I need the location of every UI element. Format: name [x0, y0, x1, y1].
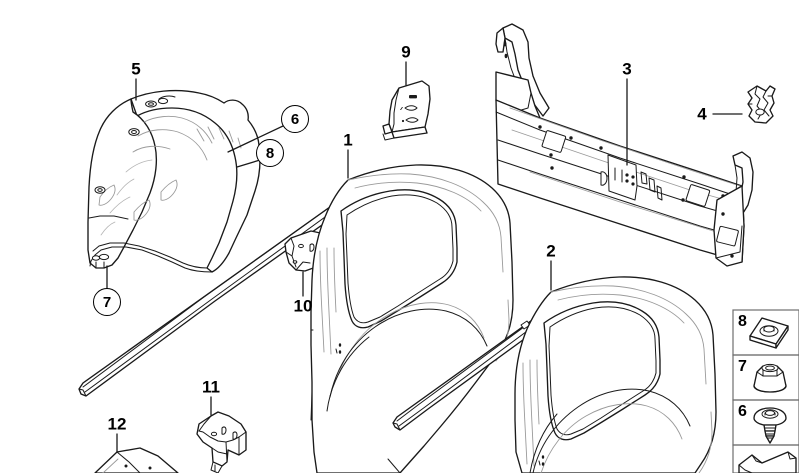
part-rear-side-panel-right	[514, 276, 717, 473]
part-floor-panel-section	[94, 447, 179, 473]
callout-label-6: 6	[281, 105, 309, 133]
bracket-clip-icon	[738, 451, 797, 473]
callout-label-2: 2	[546, 241, 556, 261]
legend-label-6: 6	[738, 403, 747, 420]
leader-lines	[106, 61, 743, 453]
self-tapping-screw-icon	[753, 407, 787, 444]
part-rear-panel-crossmember	[495, 23, 754, 267]
part-reinforcement-plate	[382, 80, 431, 141]
callout-label-7: 7	[93, 288, 121, 316]
callout-label-9: 9	[401, 42, 411, 62]
callout-label-8: 8	[256, 139, 284, 167]
part-rear-side-panel-left	[310, 164, 514, 473]
part-bracket-clip	[747, 85, 776, 124]
callout-label-1: 1	[343, 130, 353, 150]
legend-label-8: 8	[738, 313, 747, 330]
part-mounting-bracket	[196, 411, 247, 473]
legend-box	[732, 309, 799, 473]
part-wheel-arch-liner	[87, 89, 261, 273]
callout-label-5: 5	[131, 59, 141, 79]
callout-label-11: 11	[202, 377, 220, 397]
callout-label-10: 10	[293, 296, 313, 316]
hex-flange-nut-icon	[753, 363, 787, 393]
square-nut-plate-icon	[749, 317, 789, 349]
legend-label-7: 7	[738, 358, 747, 375]
callout-label-4: 4	[697, 104, 707, 124]
callout-label-3: 3	[622, 59, 632, 79]
callout-label-12: 12	[107, 414, 127, 434]
